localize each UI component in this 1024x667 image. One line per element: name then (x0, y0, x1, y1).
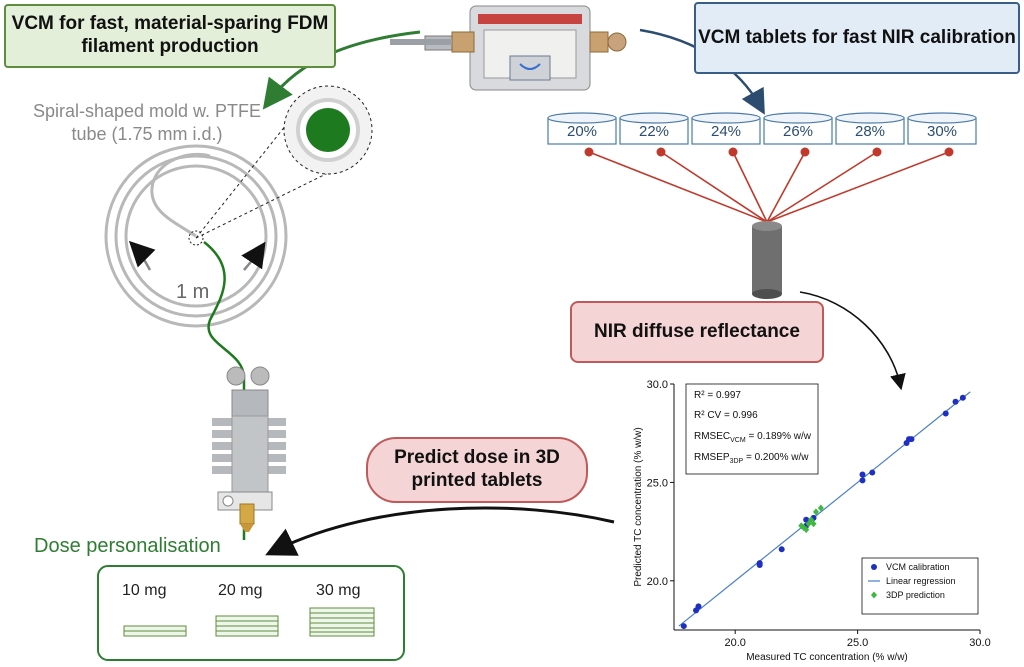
x-tick-label-0: 20.0 (724, 637, 745, 649)
zoom-line-bottom (195, 171, 331, 239)
vcm-point-0 (680, 623, 687, 630)
nir-box: NIR diffuse reflectance (570, 301, 824, 363)
vcm-point-17 (959, 394, 966, 401)
calibration-tablet-top-4 (835, 112, 905, 124)
vcm-point-15 (942, 410, 949, 417)
legend-label-1: Linear regression (886, 576, 956, 586)
fiber-end-3 (800, 147, 810, 157)
filament-cross-section (306, 108, 350, 152)
fiber-end-2 (728, 147, 738, 157)
fiber-end-1 (656, 147, 666, 157)
tablet-30mg-illustration (309, 607, 375, 637)
arrow-to-dose (265, 506, 615, 556)
calibration-tablet-top-3 (763, 112, 833, 124)
vcm-filament-box: VCM for fast, material-sparing FDM filam… (4, 4, 336, 68)
prediction-point-5 (817, 504, 824, 512)
stats-box (685, 383, 819, 475)
y-tick-label-1: 25.0 (647, 477, 668, 489)
vcm-point-6 (803, 516, 810, 523)
filament-strand (203, 241, 246, 540)
zoom-line-top (195, 119, 291, 239)
x-tick-label-2: 30.0 (969, 637, 990, 649)
prediction-point-4 (812, 508, 819, 516)
zoom-marker (188, 230, 204, 246)
tablet-label-24: 24% (710, 123, 742, 140)
fiber-0 (588, 151, 768, 223)
vcm-point-9 (859, 471, 866, 478)
printhead-illustration (212, 366, 286, 532)
stat-rmsec: RMSECVCM = 0.189% w/w (694, 431, 811, 444)
vcm-point-16 (952, 398, 959, 405)
optical-fibers (584, 147, 954, 223)
stat-rmsep: RMSEP3DP = 0.200% w/w (694, 452, 809, 465)
y-axis-label: Predicted TC concentration (% w/w) (633, 427, 644, 586)
tablet-label-20: 20% (566, 123, 598, 140)
x-axis-label: Measured TC concentration (% w/w) (746, 652, 908, 663)
tablet-label-28: 28% (854, 123, 886, 140)
stat-rmsep-prefix: RMSEP (694, 452, 730, 463)
stat-r2: R² = 0.997 (694, 390, 741, 401)
regression-line (678, 391, 971, 627)
stat-rmsec-value: = 0.189% w/w (745, 431, 811, 442)
prediction-point-7 (810, 520, 817, 528)
tablet-label-22: 22% (638, 123, 670, 140)
calibration-tablet-top-0 (547, 112, 617, 124)
calibration-tablet-top-1 (619, 112, 689, 124)
fiber-end-5 (944, 147, 954, 157)
y-tick-label-0: 20.0 (647, 576, 668, 588)
dose-label-10: 10 mg (122, 582, 167, 599)
stat-rmsep-value: = 0.200% w/w (743, 452, 809, 463)
spiral-mold-illustration (104, 144, 288, 328)
stat-rmsep-sub: 3DP (729, 458, 744, 465)
prediction-point-6 (803, 526, 810, 534)
nir-probe-illustration (752, 221, 782, 299)
arrow-to-chart (799, 291, 906, 391)
vcm-point-4 (756, 560, 763, 567)
fiber-2 (732, 151, 768, 223)
dose-label-20: 20 mg (218, 582, 263, 599)
vcm-tablets-box: VCM tablets for fast NIR calibration (694, 2, 1020, 74)
vcm-point-10 (859, 477, 866, 484)
spiral-direction-arrow-right (241, 241, 266, 271)
tablet-label-30: 30% (926, 123, 958, 140)
fiber-3 (766, 151, 806, 223)
legend-box (861, 557, 979, 615)
fiber-end-4 (872, 147, 882, 157)
fiber-4 (766, 151, 878, 223)
calibration-tablet-top-2 (691, 112, 761, 124)
y-tick-label-2: 30.0 (647, 379, 668, 391)
tablet-20mg-illustration (215, 615, 279, 637)
mold-label: Spiral-shaped mold w. PTFE tube (1.75 mm… (32, 101, 262, 144)
legend-swatch-vcm (871, 564, 877, 570)
stat-r2cv: R² CV = 0.996 (694, 410, 758, 421)
tablet-label-26: 26% (782, 123, 814, 140)
fiber-end-0 (584, 147, 594, 157)
vcm-point-2 (695, 603, 702, 610)
predict-dose-box: Predict dose in 3D printed tablets (366, 437, 588, 503)
spiral-direction-arrow-left (128, 240, 156, 271)
stat-rmsec-prefix: RMSEC (694, 431, 731, 442)
legend-label-0: VCM calibration (886, 562, 950, 572)
legend-label-2: 3DP prediction (886, 590, 945, 600)
vcm-point-11 (869, 469, 876, 476)
vcm-point-14 (908, 436, 915, 443)
calibration-tablet-top-5 (907, 112, 977, 124)
fiber-1 (660, 151, 768, 223)
fiber-5 (766, 151, 950, 223)
tablet-10mg-illustration (123, 625, 187, 637)
dose-personalisation-label: Dose personalisation (34, 535, 221, 557)
vcm-point-5 (778, 546, 785, 553)
calibration-tablets (547, 112, 977, 145)
legend-swatch-3dp (871, 591, 877, 599)
stat-rmsec-sub: VCM (730, 437, 746, 444)
x-tick-label-1: 25.0 (847, 637, 868, 649)
dose-label-30: 30 mg (316, 582, 361, 599)
length-label: 1 m (176, 281, 210, 303)
vcm-apparatus-illustration (390, 5, 627, 91)
